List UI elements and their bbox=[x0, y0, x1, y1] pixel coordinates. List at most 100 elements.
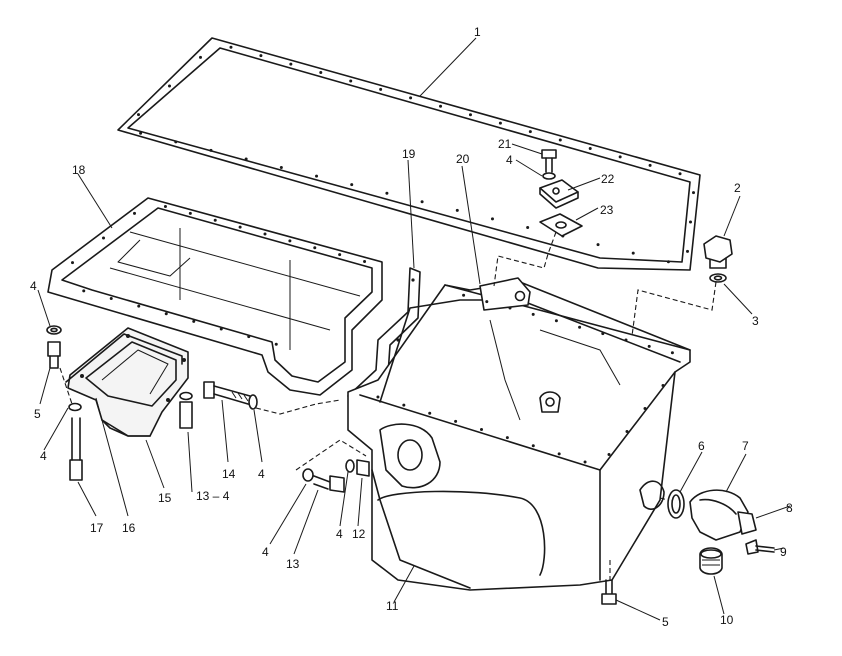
callout-5-left: 5 bbox=[34, 407, 41, 421]
drain-plug bbox=[703, 235, 733, 283]
bolt-hole bbox=[288, 239, 292, 243]
bolt-hole bbox=[319, 71, 323, 75]
sump-bolt bbox=[179, 391, 193, 429]
callout-22: 22 bbox=[601, 172, 615, 186]
long-bolt bbox=[203, 381, 258, 410]
adapter-frame bbox=[47, 197, 383, 396]
leader-lines bbox=[37, 37, 791, 621]
bolt-hole bbox=[133, 211, 136, 215]
bolt-hole bbox=[596, 243, 600, 247]
callout-6: 6 bbox=[698, 439, 705, 453]
callout-3: 3 bbox=[752, 314, 759, 328]
bolt-hole bbox=[531, 312, 535, 316]
bolt-hole bbox=[480, 428, 483, 431]
callout-2: 2 bbox=[734, 181, 741, 195]
callout-8: 8 bbox=[786, 501, 793, 515]
pan-bottom-bolt bbox=[601, 579, 617, 605]
bolt-hole bbox=[454, 419, 458, 423]
bolt-hole bbox=[137, 304, 141, 308]
callout-10: 10 bbox=[720, 613, 734, 627]
bolt-hole bbox=[588, 146, 592, 150]
bolt-hole bbox=[71, 261, 74, 265]
callout-4-left-top: 4 bbox=[30, 279, 37, 293]
bolt-hole bbox=[670, 351, 674, 355]
bolt-hole bbox=[689, 220, 692, 224]
bolt-hole bbox=[213, 218, 217, 222]
bolt-hole bbox=[557, 452, 561, 456]
bolt-hole bbox=[554, 319, 558, 323]
bolt-hole bbox=[238, 225, 242, 229]
bolt-hole bbox=[379, 87, 383, 91]
bolt-hole bbox=[313, 246, 317, 250]
callout-21: 21 bbox=[498, 137, 512, 151]
bolt-hole bbox=[648, 163, 652, 167]
callout-19: 19 bbox=[402, 147, 416, 161]
bolt-hole bbox=[462, 293, 466, 297]
bolt-hole bbox=[102, 236, 105, 240]
callout-11: 11 bbox=[386, 599, 399, 613]
callout-14: 14 bbox=[222, 467, 236, 481]
callout-20: 20 bbox=[456, 152, 470, 166]
bolt-hole bbox=[192, 319, 196, 323]
left-bolt-stack bbox=[46, 325, 83, 481]
sump-gasket bbox=[65, 333, 183, 383]
bolt-hole bbox=[428, 411, 432, 415]
callout-15: 15 bbox=[158, 491, 172, 505]
callout-18: 18 bbox=[72, 163, 86, 177]
callout-9: 9 bbox=[780, 545, 787, 559]
bolt-hole bbox=[139, 131, 143, 135]
bolt-hole bbox=[526, 225, 530, 229]
bolt-hole bbox=[505, 436, 509, 440]
callout-labels: 1 2 3 21 4 22 23 19 20 18 4 5 4 17 16 15… bbox=[30, 25, 793, 629]
bolt-hole bbox=[247, 335, 251, 339]
bolt-hole bbox=[490, 217, 494, 221]
bolt-hole bbox=[244, 157, 248, 161]
callout-12: 12 bbox=[352, 527, 366, 541]
bolt-hole bbox=[578, 325, 582, 329]
callout-17: 17 bbox=[90, 521, 104, 535]
bolt-hole bbox=[618, 155, 622, 159]
bolt-hole bbox=[498, 121, 502, 125]
bolt-hole bbox=[163, 204, 167, 208]
bolt-hole bbox=[164, 312, 168, 316]
bolt-hole bbox=[349, 79, 353, 83]
bolt-hole bbox=[168, 84, 171, 88]
bolt-hole bbox=[199, 55, 202, 59]
bolt-hole bbox=[350, 183, 354, 187]
bolt-hole bbox=[229, 45, 233, 49]
bolt-hole bbox=[647, 344, 651, 348]
bolt-hole bbox=[643, 407, 647, 410]
bolt-hole bbox=[531, 444, 535, 448]
callout-1: 1 bbox=[474, 25, 481, 39]
bolt-hole bbox=[219, 327, 223, 331]
bolt-hole bbox=[263, 232, 267, 236]
bolt-hole bbox=[188, 211, 192, 215]
callout-23: 23 bbox=[600, 203, 614, 217]
bolt-hole bbox=[625, 430, 629, 433]
bolt-hole bbox=[174, 140, 178, 144]
bolt-hole bbox=[289, 62, 293, 66]
bolt-hole bbox=[485, 300, 489, 304]
bolt-hole bbox=[315, 174, 319, 178]
bolt-hole bbox=[624, 338, 628, 342]
bolt-hole bbox=[402, 403, 406, 407]
bolt-hole bbox=[82, 289, 86, 293]
callout-4-left-bottom: 4 bbox=[40, 449, 47, 463]
bolt-hole bbox=[468, 113, 472, 117]
bolt-hole bbox=[363, 260, 367, 264]
bolt-hole bbox=[376, 395, 380, 399]
bolt-hole bbox=[607, 453, 611, 456]
bolt-hole bbox=[109, 296, 113, 300]
cover-plate-assembly bbox=[539, 149, 583, 237]
assembly-lines bbox=[59, 231, 717, 580]
callout-5-bottom: 5 bbox=[662, 615, 669, 629]
bolt-hole bbox=[385, 191, 389, 195]
bolt-hole bbox=[686, 249, 689, 253]
bolt-hole bbox=[601, 332, 605, 336]
bolt-hole bbox=[439, 104, 443, 108]
bolt-hole bbox=[583, 460, 587, 464]
callout-16: 16 bbox=[122, 521, 136, 535]
bolt-hole bbox=[274, 342, 278, 346]
bolt-hole bbox=[209, 148, 213, 152]
